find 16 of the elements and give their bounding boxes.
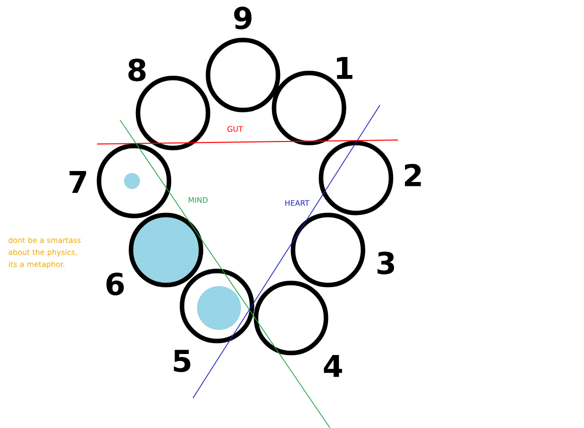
- ring-circle: [180, 268, 254, 344]
- ring-circle: [290, 212, 366, 288]
- number-label: 2: [404, 164, 421, 186]
- number-label: 8: [128, 58, 146, 82]
- ring-circle: [206, 38, 280, 112]
- number-label: 7: [70, 171, 86, 193]
- number-label: 9: [234, 6, 252, 30]
- number-label: 5: [174, 350, 190, 372]
- ring-circle: [254, 280, 328, 356]
- number-label: 3: [378, 252, 394, 274]
- ring-circle: [318, 140, 394, 216]
- number-label: 1: [336, 57, 352, 79]
- number-label: 6: [106, 272, 124, 296]
- ring-circle: [96, 144, 172, 218]
- ring-circle: [128, 212, 204, 288]
- number-label: 4: [324, 355, 342, 377]
